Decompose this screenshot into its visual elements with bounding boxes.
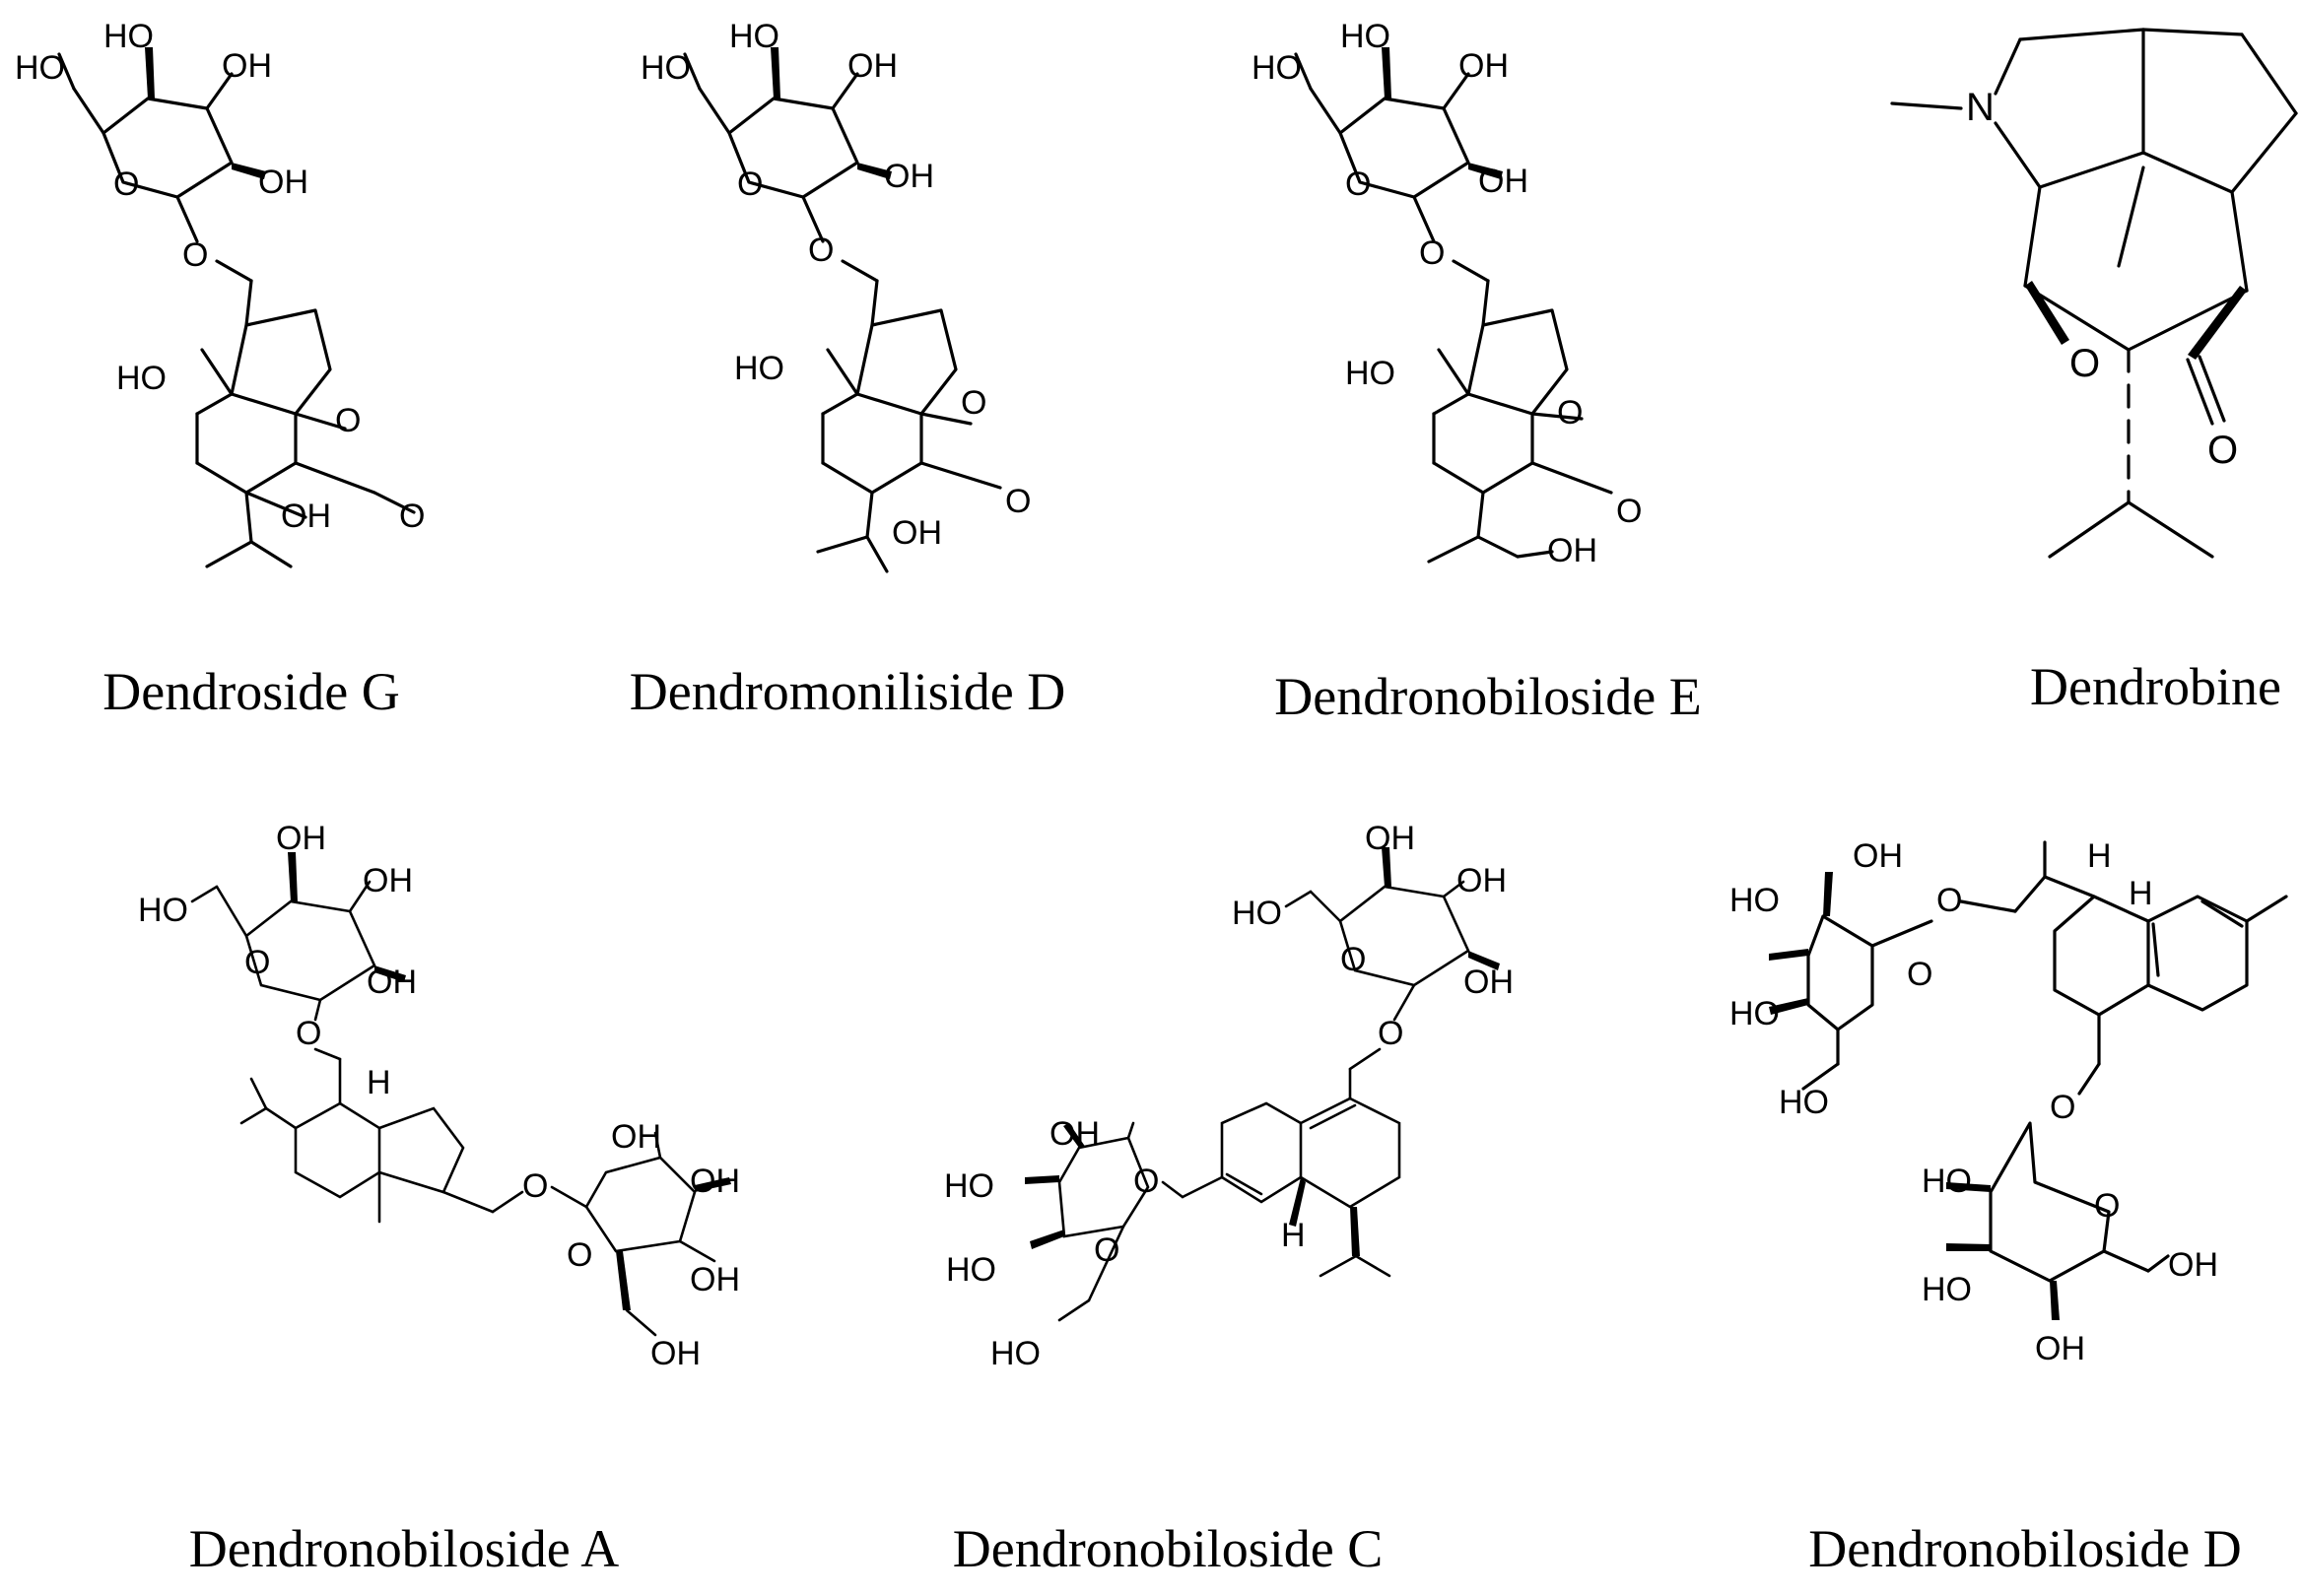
- atom-label: HO: [946, 1251, 996, 1289]
- structure-dendromoniliside-d: HO HO OH OH O O HO O O OH Dendromonilisi…: [630, 18, 1065, 721]
- atom-label: OH: [2168, 1246, 2218, 1284]
- structure-dendronobiloside-a: HO OH OH OH O O H O O OH OH OH OH Dendro…: [138, 820, 740, 1578]
- atom-label: O: [737, 166, 763, 203]
- atom-label: OH: [884, 158, 934, 195]
- compound-caption: Dendronobiloside D: [1808, 1519, 2241, 1578]
- atom-label: O: [399, 498, 425, 535]
- atom-label: H: [2129, 875, 2153, 912]
- structure-dendronobiloside-d: OH HO HO HO O O H H O O HO HO OH OH Dend…: [1729, 837, 2288, 1578]
- atom-label: OH: [1463, 964, 1514, 1001]
- atom-label: OH: [1547, 532, 1597, 569]
- atom-label: OH: [363, 862, 413, 899]
- atom-label: HO: [944, 1167, 994, 1205]
- atom-label: HO: [1252, 49, 1302, 87]
- atom-label: OH: [1049, 1115, 1100, 1153]
- atom-label: O: [2207, 429, 2238, 472]
- compound-caption: Dendronobiloside E: [1274, 667, 1701, 726]
- atom-label: H: [367, 1064, 391, 1101]
- atom-label: HO: [641, 49, 691, 87]
- atom-label: HO: [729, 18, 779, 55]
- atom-label: OH: [258, 164, 308, 201]
- atom-label: O: [244, 944, 270, 981]
- atom-label: O: [1419, 234, 1445, 272]
- atom-label: OH: [1365, 820, 1415, 857]
- atom-label: HO: [1345, 355, 1395, 392]
- atom-label: OH: [690, 1261, 740, 1298]
- atom-label: OH: [2035, 1330, 2085, 1367]
- atom-label: OH: [281, 498, 331, 535]
- atom-label: O: [1094, 1231, 1119, 1269]
- atom-label: HO: [116, 360, 167, 397]
- atom-label: OH: [690, 1163, 740, 1200]
- atom-label: O: [2069, 342, 2100, 385]
- atom-label: OH: [892, 514, 942, 552]
- atom-label: HO: [1922, 1271, 1972, 1308]
- atom-label: H: [1281, 1217, 1306, 1254]
- atom-label: OH: [611, 1118, 661, 1156]
- compound-caption: Dendronobiloside A: [189, 1519, 619, 1578]
- atom-label: HO: [1729, 995, 1780, 1032]
- atom-label: HO: [734, 350, 784, 387]
- atom-label: HO: [1729, 882, 1780, 919]
- structure-dendroside-g: HO HO OH OH O O HO O OH O Dendroside G: [15, 18, 425, 721]
- atom-label: HO: [103, 18, 154, 55]
- compound-caption: Dendrobine: [2030, 657, 2281, 716]
- atom-label: O: [1907, 956, 1932, 993]
- atom-label: O: [1340, 941, 1366, 978]
- atom-label: O: [335, 402, 361, 439]
- compound-caption: Dendromoniliside D: [630, 662, 1065, 721]
- atom-label: O: [1616, 493, 1642, 530]
- atom-label: O: [1133, 1163, 1159, 1200]
- atom-label: H: [2087, 837, 2112, 875]
- atom-label: O: [1378, 1015, 1403, 1052]
- atom-label: HO: [1922, 1163, 1972, 1200]
- atom-label: N: [1966, 86, 1995, 129]
- atom-label: HO: [138, 892, 188, 929]
- atom-label: OH: [1853, 837, 1903, 875]
- atom-label: OH: [1458, 47, 1509, 85]
- atom-label: OH: [276, 820, 326, 857]
- atom-label: OH: [1456, 862, 1507, 899]
- compound-caption: Dendroside G: [102, 662, 399, 721]
- atom-label: OH: [367, 964, 417, 1001]
- atom-label: OH: [847, 47, 898, 85]
- atom-label: O: [2094, 1187, 2120, 1225]
- atom-label: OH: [1478, 163, 1528, 200]
- atom-label: O: [1936, 882, 1962, 919]
- atom-label: O: [522, 1167, 548, 1205]
- atom-label: HO: [1232, 895, 1282, 932]
- atom-label: O: [1005, 483, 1031, 520]
- structure-dendronobiloside-e: HO HO OH OH O O HO O O OH Dendronobilosi…: [1252, 18, 1702, 726]
- atom-label: O: [567, 1236, 592, 1274]
- atom-label: O: [2050, 1089, 2075, 1126]
- atom-label: O: [1345, 166, 1371, 203]
- atom-label: HO: [15, 49, 65, 87]
- atom-label: OH: [650, 1335, 701, 1372]
- atom-label: OH: [222, 47, 272, 85]
- compound-caption: Dendronobiloside C: [953, 1519, 1383, 1578]
- atom-label: O: [808, 232, 834, 269]
- atom-label: O: [182, 236, 208, 274]
- atom-label: O: [1557, 394, 1583, 432]
- atom-label: O: [961, 384, 986, 422]
- atom-label: HO: [1340, 18, 1390, 55]
- atom-label: HO: [1779, 1084, 1829, 1121]
- structure-dendrobine: N O O Dendrobine: [1890, 28, 2298, 716]
- atom-label: O: [113, 166, 139, 203]
- atom-label: HO: [990, 1335, 1041, 1372]
- atom-label: O: [296, 1015, 321, 1052]
- structure-dendronobiloside-c: HO OH OH OH O O H O O OH HO HO HO Dendro…: [944, 820, 1514, 1578]
